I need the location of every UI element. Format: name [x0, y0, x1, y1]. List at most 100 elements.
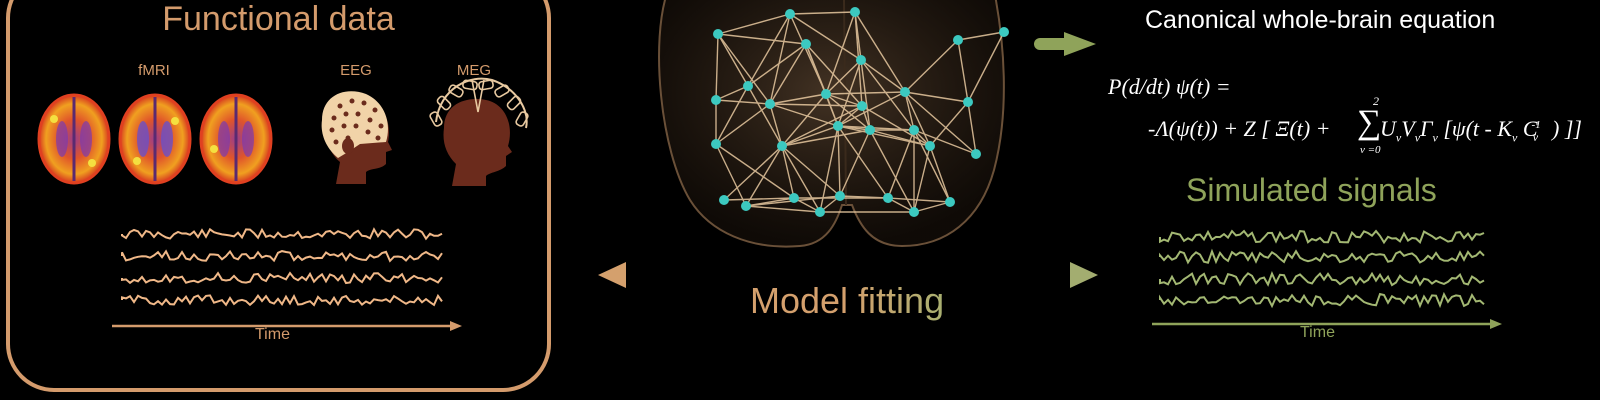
network-edge: [781, 105, 863, 147]
network-node: [900, 87, 910, 97]
network-edge: [781, 93, 827, 147]
brain-network: [658, 0, 1009, 248]
network-edge: [747, 85, 783, 147]
equation-line-1: P(d/dt) ψ(t) =: [1108, 74, 1231, 99]
network-edge: [929, 145, 951, 203]
network-node: [815, 207, 825, 217]
network-edge: [967, 31, 1005, 103]
network-edge: [913, 129, 951, 203]
model-fitting-arrow: [598, 262, 1098, 288]
network-edge: [769, 43, 807, 105]
meg-label: MEG: [456, 62, 492, 79]
time-label-right: Time: [1300, 324, 1335, 341]
network-edge: [805, 43, 863, 107]
equation-term-gamma: Γ: [1420, 116, 1433, 141]
network-edge: [717, 33, 749, 87]
network-edge: [904, 91, 931, 147]
network-node: [741, 201, 751, 211]
network-edge: [869, 129, 915, 213]
network-edge: [781, 125, 839, 147]
equation-sub-1: v: [1395, 130, 1402, 145]
simulated-signals: [1159, 229, 1485, 309]
equation-sub-4: v: [1512, 130, 1518, 145]
network-edge: [869, 129, 931, 147]
network-edge: [913, 145, 931, 213]
simulated-trace-4: [1159, 291, 1485, 309]
network-edge: [860, 59, 915, 131]
network-edge: [747, 13, 791, 87]
network-edge: [854, 11, 906, 93]
network-edge: [837, 105, 863, 127]
network-edge: [715, 85, 749, 145]
network-edge: [723, 197, 795, 201]
measured-trace-2: [121, 249, 443, 263]
eeg-head-icon: [321, 91, 392, 184]
network-edge: [904, 91, 969, 103]
eeg-label: EEG: [340, 62, 372, 79]
network-node: [719, 195, 729, 205]
network-node: [856, 55, 866, 65]
network-edge: [837, 125, 889, 199]
network-node: [743, 81, 753, 91]
network-edge: [781, 145, 841, 197]
network-edge: [904, 91, 915, 131]
network-node: [777, 141, 787, 151]
network-node: [925, 141, 935, 151]
network-node: [821, 89, 831, 99]
network-node: [833, 121, 843, 131]
time-label-left: Time: [255, 326, 290, 343]
network-node: [857, 101, 867, 111]
functional-data-panel: [6, 0, 551, 392]
network-edge: [747, 43, 807, 87]
network-edge: [715, 85, 749, 101]
network-edge: [957, 39, 969, 103]
network-edge: [781, 145, 795, 199]
network-edge: [825, 59, 862, 95]
simulated-trace-1: [1159, 229, 1485, 245]
time-axis-left: [112, 321, 462, 331]
network-edge: [715, 143, 747, 207]
equation-term-close: ) ]]: [1552, 116, 1582, 141]
network-edge: [789, 13, 862, 61]
network-edge: [781, 129, 871, 147]
network-edge: [967, 101, 977, 155]
network-edge: [860, 59, 871, 131]
fmri-brain-slices: [37, 93, 273, 185]
equation-term-v: V: [1401, 116, 1415, 141]
fmri-label: fMRI: [138, 62, 170, 79]
network-node: [801, 39, 811, 49]
network-edge: [825, 91, 906, 95]
network-edge: [715, 33, 719, 101]
network-edge: [769, 93, 827, 105]
network-edge: [904, 91, 977, 155]
arrow-to-equation: [1034, 32, 1096, 56]
network-edge: [904, 39, 959, 93]
measured-trace-3: [121, 271, 443, 285]
network-edge: [837, 125, 931, 147]
network-edge: [717, 33, 807, 45]
network-edge: [769, 13, 791, 105]
network-node: [945, 197, 955, 207]
equation-term-lhs: -Λ(ψ(t)) + Z [ Ξ(t) +: [1148, 116, 1337, 141]
equation-term-psi: [ψ(t - K: [1437, 116, 1513, 141]
network-edge: [839, 129, 871, 197]
network-node: [963, 97, 973, 107]
equation-sub-3: v: [1432, 130, 1438, 145]
network-node: [785, 9, 795, 19]
measured-signals: [121, 227, 443, 307]
equation-sub-2: v: [1414, 130, 1421, 145]
network-node: [909, 207, 919, 217]
network-edge: [781, 145, 821, 213]
network-node: [971, 149, 981, 159]
measured-trace-4: [121, 293, 443, 307]
network-node: [850, 7, 860, 17]
network-node: [711, 95, 721, 105]
network-node: [711, 139, 721, 149]
summation-upper-limit: 2: [1373, 94, 1379, 108]
network-edge: [825, 11, 856, 95]
network-node: [909, 125, 919, 135]
network-edge: [957, 31, 1005, 41]
equation-sup-inverse: -1: [1531, 118, 1541, 131]
network-edge: [839, 195, 889, 199]
